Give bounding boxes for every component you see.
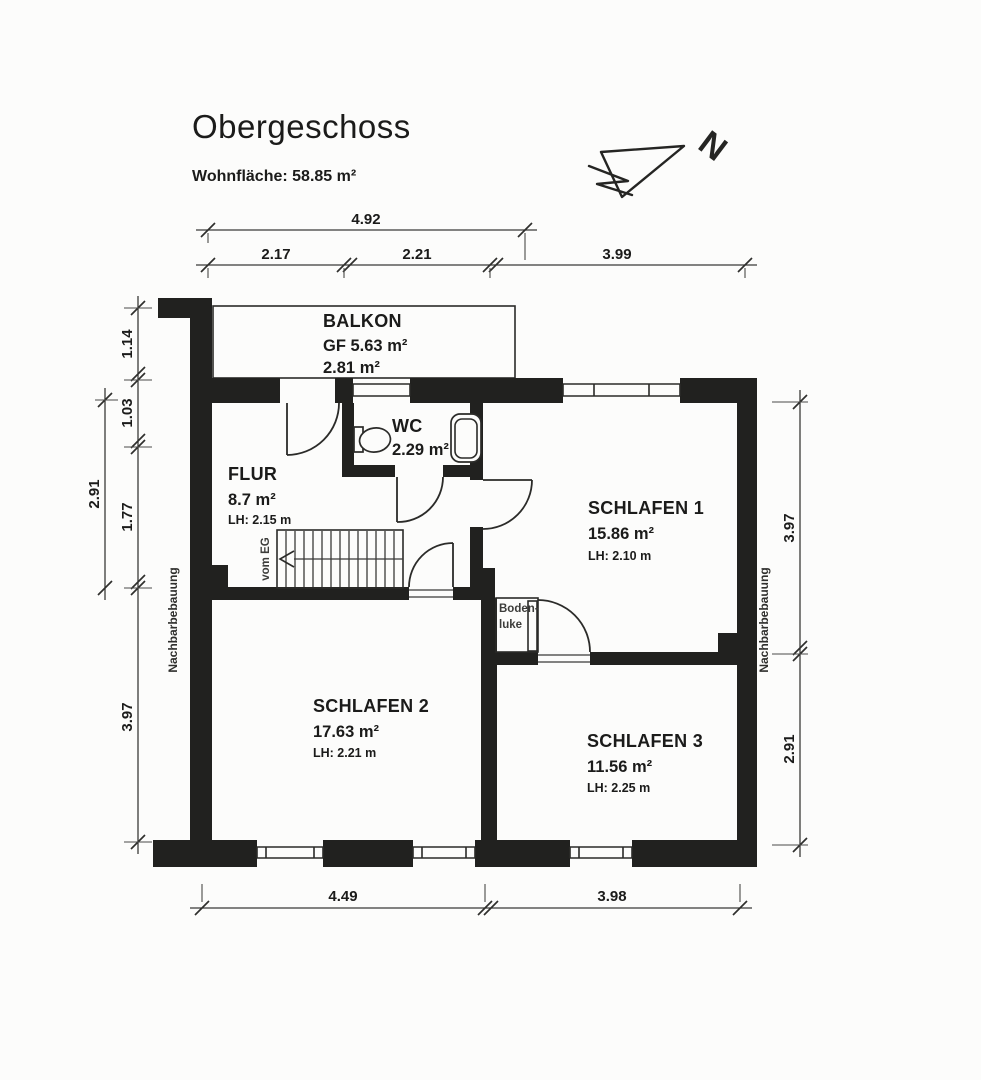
living-area-label: Wohnfläche: 58.85 m² xyxy=(192,168,356,185)
dim-top-seg3: 3.99 xyxy=(602,246,631,263)
wall-s1-bottom-b xyxy=(590,652,737,665)
dim-top-seg2: 2.21 xyxy=(402,246,431,263)
dim-left-seg2: 1.03 xyxy=(119,398,136,427)
dim-left-seg3: 1.77 xyxy=(119,502,136,531)
windows xyxy=(256,383,681,859)
dim-lines-top xyxy=(196,229,757,266)
toilet-icon xyxy=(358,427,392,453)
wall-flur-bottom-b xyxy=(453,587,495,600)
attic-hatch-label-2: luke xyxy=(499,619,522,631)
balkon-area: 2.81 m² xyxy=(323,359,380,377)
schlafen1-area: 15.86 m² xyxy=(588,525,655,543)
door-schlafen2 xyxy=(408,542,454,588)
balkon-gf: GF 5.63 m² xyxy=(323,337,408,355)
dim-right-lower: 2.91 xyxy=(781,734,798,763)
dim-ticks-top xyxy=(200,222,753,273)
balkon-name: BALKON xyxy=(323,311,402,331)
window-schlafen2-a xyxy=(256,846,324,859)
wall-hall-s1-lower xyxy=(470,527,483,600)
north-letter: N xyxy=(691,124,733,169)
north-arrow-icon: N xyxy=(587,124,734,199)
schlafen1-name: SCHLAFEN 1 xyxy=(588,498,704,518)
wall-wc-bottom-a xyxy=(342,465,395,477)
wall-right xyxy=(737,378,757,845)
dim-stubs-right xyxy=(772,401,808,846)
dimension-lines: 4.92 2.17 2.21 3.99 1.14 1.03 1.77 2.91 … xyxy=(86,211,808,916)
stairs-from-label: vom EG xyxy=(260,537,272,581)
window-schlafen1 xyxy=(562,383,681,397)
wall-top-c xyxy=(410,378,563,403)
window-schlafen3 xyxy=(569,846,633,859)
wall-flur-bottom-a xyxy=(212,587,409,600)
dim-stubs-left xyxy=(95,307,152,843)
doors xyxy=(286,402,591,653)
neighbor-label-right: Nachbarbebauung xyxy=(757,567,771,672)
stairs: vom EG xyxy=(260,529,404,589)
neighbor-label-left: Nachbarbebauung xyxy=(166,567,180,672)
dim-left-seg1: 1.14 xyxy=(119,329,136,359)
wall-bottom-a xyxy=(153,840,257,867)
wc-area: 2.29 m² xyxy=(392,441,449,459)
attic-hatch-outline xyxy=(495,597,539,653)
wall-s1-bottom-a xyxy=(497,652,538,665)
room-labels: BALKON GF 5.63 m² 2.81 m² WC 2.29 m² FLU… xyxy=(228,311,704,795)
window-wc xyxy=(352,383,411,397)
page-title: Obergeschoss xyxy=(192,108,411,145)
balcony-outline xyxy=(212,305,516,379)
dim-top-seg1: 2.17 xyxy=(261,246,290,263)
sink-basin-icon xyxy=(454,418,478,459)
wall-bottom-d xyxy=(632,840,757,867)
dim-ticks-bottom xyxy=(194,900,748,916)
schlafen3-clearance: LH: 2.25 m xyxy=(587,781,650,795)
dim-bottom-seg1: 4.49 xyxy=(328,888,357,905)
wall-s2-s3 xyxy=(481,598,497,843)
dim-left-lower: 3.97 xyxy=(119,702,136,731)
wall-top-b xyxy=(335,378,353,403)
schlafen3-area: 11.56 m² xyxy=(587,758,653,776)
wall-bottom-c xyxy=(475,840,570,867)
dim-left-outer: 2.91 xyxy=(86,479,103,508)
door-thresholds xyxy=(409,589,590,663)
window-schlafen2-b xyxy=(412,846,476,859)
dim-top-overall: 4.92 xyxy=(351,211,380,228)
attic-hatch-door-leaf xyxy=(527,600,538,652)
wall-right-notch xyxy=(718,633,737,654)
dim-stubs-bottom xyxy=(201,884,741,902)
schlafen3-name: SCHLAFEN 3 xyxy=(587,731,703,751)
wc-name: WC xyxy=(392,416,423,436)
flur-name: FLUR xyxy=(228,464,277,484)
dim-bottom-seg2: 3.98 xyxy=(597,888,626,905)
attic-hatch-label-1: Boden- xyxy=(499,603,539,615)
door-balcony xyxy=(286,402,340,456)
schlafen2-clearance: LH: 2.21 m xyxy=(313,746,376,760)
wall-wc-left xyxy=(342,403,354,465)
wall-bottom-b xyxy=(323,840,413,867)
wall-top-a xyxy=(210,378,280,403)
door-schlafen1 xyxy=(482,479,533,530)
door-wc xyxy=(396,476,444,523)
sink-icon xyxy=(450,413,482,463)
schlafen2-area: 17.63 m² xyxy=(313,723,380,741)
door-attic-hatch-swing xyxy=(537,599,591,653)
dim-right-upper: 3.97 xyxy=(781,513,798,542)
attic-hatch: Boden- luke xyxy=(495,597,539,653)
schlafen1-clearance: LH: 2.10 m xyxy=(588,549,651,563)
schlafen2-name: SCHLAFEN 2 xyxy=(313,696,429,716)
dim-stubs-top xyxy=(207,233,746,278)
wc-fixtures xyxy=(353,413,482,463)
stairs-direction-arrow-icon xyxy=(278,550,295,568)
flur-clearance: LH: 2.15 m xyxy=(228,513,291,527)
flur-area: 8.7 m² xyxy=(228,491,276,509)
